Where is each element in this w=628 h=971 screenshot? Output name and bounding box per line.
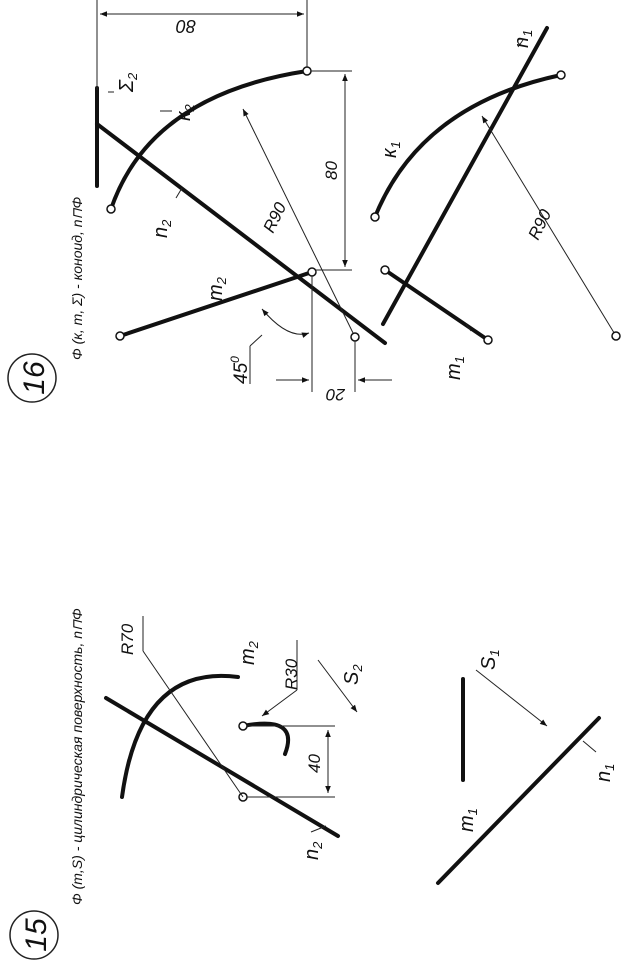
curve-k2 bbox=[109, 69, 309, 211]
problem-number: 16 bbox=[18, 361, 51, 395]
label-n2: n2 bbox=[150, 219, 174, 238]
endpoint-k1-left bbox=[370, 212, 380, 222]
n2-leader bbox=[175, 187, 183, 199]
m1-leader bbox=[465, 323, 472, 332]
n1-leader bbox=[582, 740, 597, 753]
curve-m2 bbox=[120, 673, 240, 799]
r30-leader bbox=[261, 689, 298, 717]
endpoint-m2-right bbox=[307, 267, 317, 277]
line-m2 bbox=[118, 270, 314, 338]
angle-45-arc bbox=[261, 308, 310, 338]
line-n1 bbox=[381, 26, 549, 326]
problem-caption: Φ (к, m, Σ) - коноид, n⊓Φ bbox=[69, 197, 85, 360]
label-r90-top: R90 bbox=[525, 206, 556, 243]
direction-s1 bbox=[475, 669, 548, 727]
arc-r30 bbox=[241, 721, 291, 756]
label-m2: m2 bbox=[237, 640, 261, 665]
label-45: 450 bbox=[228, 356, 252, 384]
label-20: 20 bbox=[326, 385, 346, 404]
label-n2: n2 bbox=[301, 841, 325, 860]
direction-s2 bbox=[317, 659, 358, 713]
line-m1 bbox=[383, 268, 490, 342]
problem-number-circle bbox=[9, 910, 59, 960]
label-r70: R70 bbox=[118, 623, 137, 655]
endpoint-m1-right bbox=[483, 335, 493, 345]
label-n1: n1 bbox=[593, 764, 617, 782]
problem-caption: Φ (m,S) - цилиндрическая поверхность, n⊓… bbox=[69, 608, 85, 905]
label-m1: m1 bbox=[443, 356, 467, 380]
problem-number: 15 bbox=[20, 918, 53, 952]
endpoint-m1-left bbox=[380, 265, 390, 275]
label-80: 80 bbox=[322, 161, 341, 180]
center-point-front bbox=[350, 332, 360, 342]
r70-leader bbox=[142, 650, 244, 798]
problem-number-circle bbox=[7, 353, 57, 403]
label-m1: m1 bbox=[456, 808, 480, 832]
endpoint-m2-left bbox=[115, 331, 125, 341]
label-r30: R30 bbox=[282, 658, 301, 690]
label-k2: к2 bbox=[173, 104, 197, 121]
label-40: 40 bbox=[305, 754, 324, 773]
label-m2: m2 bbox=[205, 276, 229, 301]
endpoint-k1-right bbox=[556, 70, 566, 80]
r90-leader-top bbox=[481, 115, 617, 337]
curve-k1 bbox=[373, 73, 563, 219]
endpoint-k2-left bbox=[106, 204, 116, 214]
angle-45-leader bbox=[249, 334, 263, 347]
n2-leader bbox=[310, 825, 327, 833]
line-n1 bbox=[436, 716, 601, 885]
label-80-top: 80 bbox=[176, 16, 196, 36]
label-s1: S1 bbox=[478, 649, 502, 670]
problem-15: 15 Φ (m,S) - цилиндрическая поверхность,… bbox=[9, 608, 617, 960]
line-n2 bbox=[95, 122, 387, 345]
label-sigma2: Σ2 bbox=[116, 72, 140, 93]
r90-leader-front bbox=[242, 108, 356, 338]
label-n1: n1 bbox=[511, 30, 535, 48]
center-point-upper bbox=[238, 721, 248, 731]
center-point-top bbox=[611, 331, 621, 341]
label-s2: S2 bbox=[341, 664, 365, 685]
label-k1: к1 bbox=[379, 141, 403, 158]
problem-16: 16 Φ (к, m, Σ) - коноид, n⊓Φ Σ2 80 к2 n2… bbox=[7, 0, 621, 404]
endpoint-k2-right bbox=[302, 66, 312, 76]
label-r90-front: R90 bbox=[260, 199, 291, 236]
n1-leader bbox=[517, 39, 524, 48]
